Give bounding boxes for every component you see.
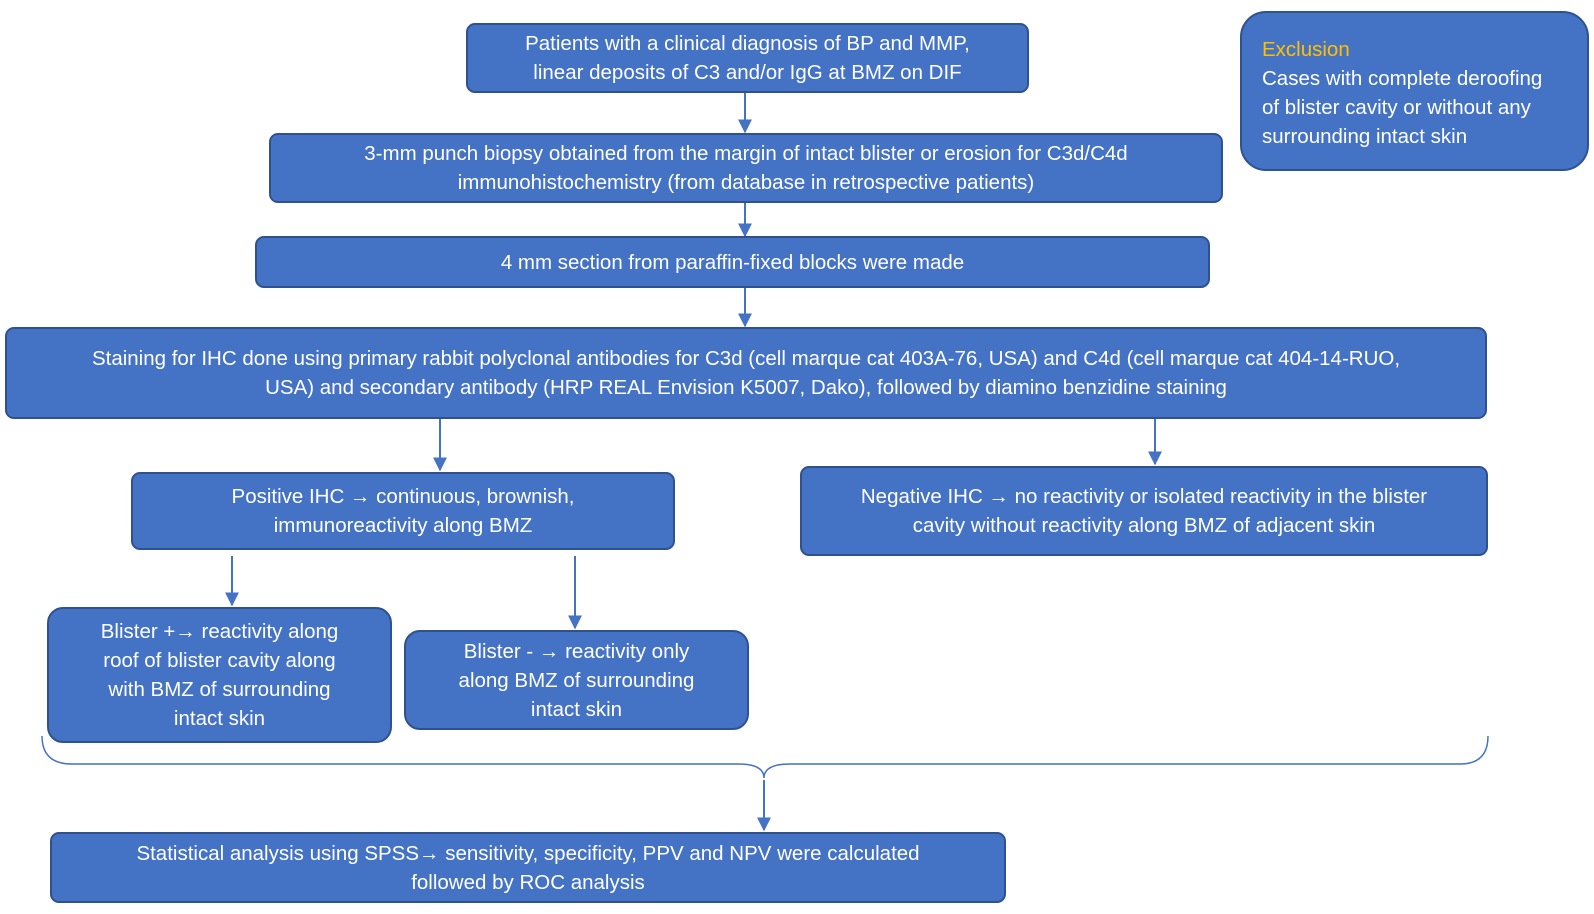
blister-plus-line2: roof of blister cavity along [103, 649, 336, 672]
blister-plus-line3: with BMZ of surrounding [108, 678, 331, 701]
exclusion-title: Exclusion [1262, 38, 1350, 61]
step1-line2: linear deposits of C3 and/or IgG at BMZ … [533, 61, 962, 84]
positive-line1: Positive IHC → continuous, brownish, [231, 485, 575, 508]
blister-plus-line4: intact skin [173, 707, 266, 730]
step4-box: Staining for IHC done using primary rabb… [5, 327, 1487, 419]
positive-ihc-box: Positive IHC → continuous, brownish, imm… [131, 472, 675, 550]
positive-line2: immunoreactivity along BMZ [273, 514, 533, 537]
exclusion-box: Exclusion Cases with complete deroofing … [1240, 11, 1589, 171]
statistics-line2: followed by ROC analysis [411, 870, 645, 894]
statistics-box: Statistical analysis using SPSS→ sensiti… [50, 832, 1006, 903]
step3-line1: 4 mm section from paraffin-fixed blocks … [500, 250, 965, 274]
step4-line1: Staining for IHC done using primary rabb… [91, 347, 1401, 370]
step2-line2: immunohistochemistry (from database in r… [457, 171, 1035, 194]
negative-ihc-box: Negative IHC → no reactivity or isolated… [800, 466, 1488, 556]
step1-line1: Patients with a clinical diagnosis of BP… [525, 32, 970, 55]
step2-line1: 3-mm punch biopsy obtained from the marg… [364, 142, 1128, 165]
blister-minus-box: Blister - → reactivity only along BMZ of… [404, 630, 749, 730]
blister-plus-line1: Blister +→ reactivity along [100, 620, 339, 643]
step4-line2: USA) and secondary antibody (HRP REAL En… [265, 376, 1227, 399]
exclusion-line2: of blister cavity or without any [1262, 96, 1531, 119]
negative-line2: cavity without reactivity along BMZ of a… [912, 514, 1376, 537]
step2-box: 3-mm punch biopsy obtained from the marg… [269, 133, 1223, 203]
blister-plus-box: Blister +→ reactivity along roof of blis… [47, 607, 392, 743]
negative-line1: Negative IHC → no reactivity or isolated… [860, 485, 1428, 508]
statistics-line1: Statistical analysis using SPSS→ sensiti… [136, 841, 920, 865]
blister-minus-line2: along BMZ of surrounding [458, 668, 695, 692]
blister-minus-line1: Blister - → reactivity only [463, 639, 690, 663]
bracket [41, 735, 1489, 779]
blister-minus-line3: intact skin [530, 697, 623, 721]
exclusion-line1: Cases with complete deroofing [1262, 67, 1543, 90]
step1-box: Patients with a clinical diagnosis of BP… [466, 23, 1029, 93]
step3-box: 4 mm section from paraffin-fixed blocks … [255, 236, 1210, 288]
exclusion-line3: surrounding intact skin [1262, 125, 1468, 148]
